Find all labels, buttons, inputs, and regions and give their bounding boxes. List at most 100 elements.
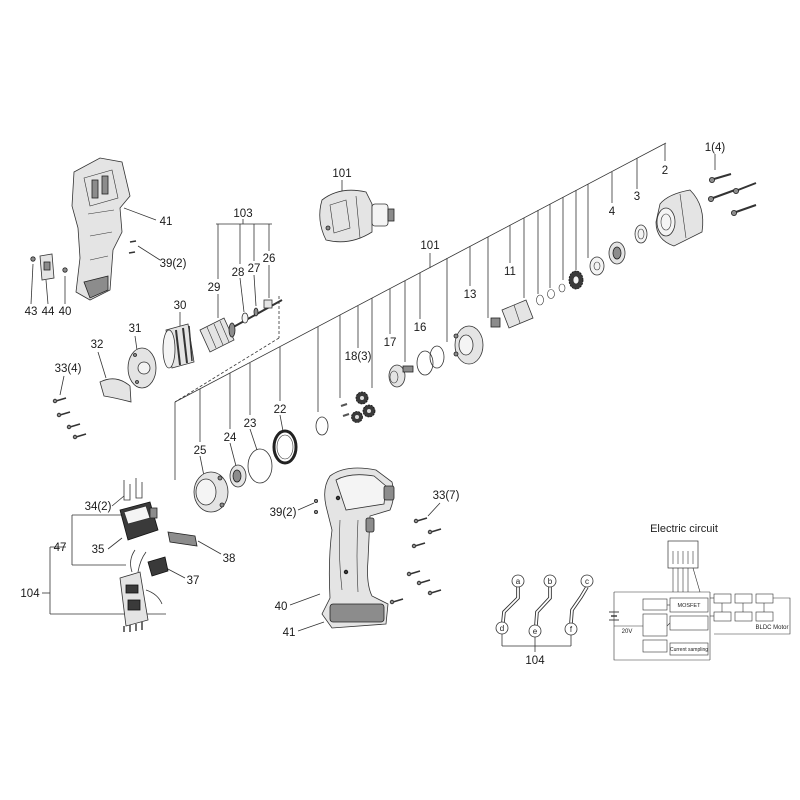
bolt-head xyxy=(708,195,715,202)
clip xyxy=(123,480,131,501)
leader-41-bottom xyxy=(297,621,325,632)
callout-33-7: 33(7) xyxy=(433,490,460,502)
part-bearing-inner xyxy=(232,469,242,483)
part-screws-7 xyxy=(389,517,442,605)
control-block xyxy=(642,598,668,611)
gear-housing-tip xyxy=(387,208,395,222)
callout-1: 1(4) xyxy=(705,142,726,154)
part-front-housing xyxy=(655,189,704,247)
circuit-link xyxy=(666,622,671,627)
anvil-body xyxy=(501,299,534,329)
screw-head xyxy=(416,580,422,586)
part-spindle xyxy=(388,364,414,388)
part-small-ring xyxy=(547,289,555,299)
part-ring-gear-inner xyxy=(276,434,294,460)
leader-tick-24-part xyxy=(229,442,237,467)
callout-11: 11 xyxy=(504,266,516,278)
part-controller-board xyxy=(119,549,163,632)
wire-letter-f: f xyxy=(570,625,573,634)
planet-gear-hole xyxy=(367,409,371,413)
callout-25: 25 xyxy=(194,445,207,457)
callout-16: 16 xyxy=(414,322,427,334)
motor-coil xyxy=(734,611,753,622)
circuit-wiring xyxy=(613,591,711,661)
callout-30: 30 xyxy=(174,300,187,312)
end-plate-hole xyxy=(133,353,137,357)
part-screws-39-bottom xyxy=(313,498,318,514)
end-plate-hole xyxy=(135,380,139,384)
part-housing-half xyxy=(71,157,131,301)
leader-39-bottom xyxy=(297,502,315,511)
part-rotor-clip xyxy=(253,307,259,317)
wire-letter-d: d xyxy=(500,624,504,633)
planet-pin xyxy=(342,413,350,417)
assembled-housing-grip xyxy=(339,519,343,591)
anvil-square-drive xyxy=(490,317,501,328)
circuit-motor: BLDC Motor xyxy=(710,593,791,635)
part-stator xyxy=(162,323,195,369)
part-rear-cover xyxy=(99,378,132,403)
screw xyxy=(128,251,136,254)
mosfet-label: MOSFET xyxy=(678,603,702,609)
gear-case-opening xyxy=(195,478,217,506)
callout-43: 43 xyxy=(25,306,38,318)
callout-103: 103 xyxy=(233,208,252,220)
callout-23: 23 xyxy=(244,418,257,430)
part-spring-ring xyxy=(429,345,445,369)
leader-27-part xyxy=(253,274,257,307)
leader-44 xyxy=(45,279,49,305)
controller-chip xyxy=(125,584,139,594)
callout-40-top: 40 xyxy=(59,306,72,318)
predrive-block xyxy=(669,615,709,631)
spindle-shaft xyxy=(402,365,414,373)
part-small-ring xyxy=(536,294,544,306)
wire-letter-circle-d xyxy=(495,621,509,635)
screw-head xyxy=(52,398,58,404)
part-washer-hole xyxy=(593,261,601,271)
assembled-housing-battery-base xyxy=(329,603,385,623)
leader-35 xyxy=(107,537,123,550)
switch-lead xyxy=(692,567,701,593)
housing-half-rib xyxy=(83,169,119,207)
callout-104-bottom: 104 xyxy=(525,655,545,667)
callout-34: 34(2) xyxy=(85,501,112,513)
callout-31: 31 xyxy=(129,323,142,335)
screw xyxy=(419,579,431,584)
part-gear-hub xyxy=(572,275,580,285)
leader-41-top xyxy=(123,207,157,221)
callout-4: 4 xyxy=(609,206,616,218)
assembled-housing-screw-hole xyxy=(335,495,341,501)
callout-24: 24 xyxy=(224,432,237,444)
callout-47: 47 xyxy=(54,542,67,554)
leader-tick-22-part xyxy=(279,414,284,432)
wire-letter-circle-e xyxy=(528,624,542,638)
motor-wiring xyxy=(714,597,791,635)
part-capacitor-module xyxy=(147,556,169,577)
screw xyxy=(416,517,428,522)
housing-half-base xyxy=(83,275,109,299)
callout-26: 26 xyxy=(263,253,276,265)
controller-wire xyxy=(130,549,136,573)
part-clips xyxy=(123,478,143,501)
leader-39-top xyxy=(137,245,161,261)
leader-31 xyxy=(134,335,138,351)
leader-dashed-motor-link xyxy=(174,337,280,403)
callout-29: 29 xyxy=(208,282,221,294)
housing-half-slot xyxy=(101,175,109,195)
planet-pin xyxy=(340,403,348,407)
screw xyxy=(409,570,421,575)
screw-head xyxy=(313,509,318,514)
screw-head xyxy=(72,434,78,440)
current-sampling-block xyxy=(669,642,709,656)
front-housing-bore xyxy=(660,213,672,231)
screw-head xyxy=(313,498,318,503)
end-plate-hub xyxy=(137,361,151,375)
leader-33-7 xyxy=(427,502,441,517)
spindle-face xyxy=(389,370,399,384)
callout-39-bottom: 39(2) xyxy=(270,507,297,519)
assembled-housing-nose xyxy=(383,485,395,501)
screw xyxy=(129,240,137,243)
controller-wire xyxy=(137,551,147,573)
circuit-battery: 20V xyxy=(609,611,632,635)
